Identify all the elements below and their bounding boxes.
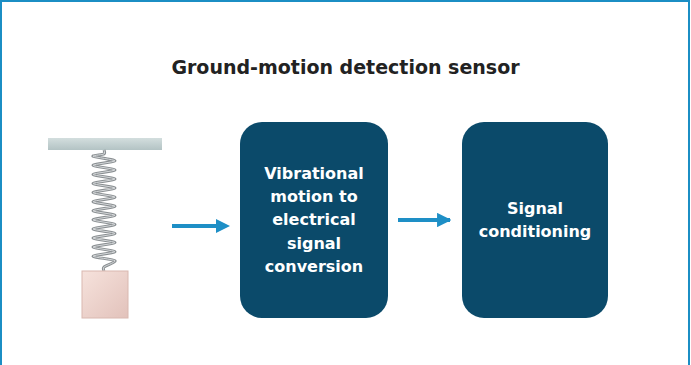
input-arrowhead [216,219,230,233]
process-box: Signal conditioning [462,122,608,318]
diagram-title: Ground-motion detection sensor [0,56,691,78]
box-label: Vibrational motion to electrical signal … [252,162,376,278]
box-label: Signal conditioning [474,197,596,243]
spring-coil [93,150,115,271]
flow-arrow [398,218,450,222]
process-box: Vibrational motion to electrical signal … [240,122,388,318]
support-plate [48,138,162,150]
proof-mass [82,271,128,318]
input-arrow [172,224,218,228]
spring-coil-stroke [93,150,115,271]
spring-coil-highlight [93,150,115,271]
